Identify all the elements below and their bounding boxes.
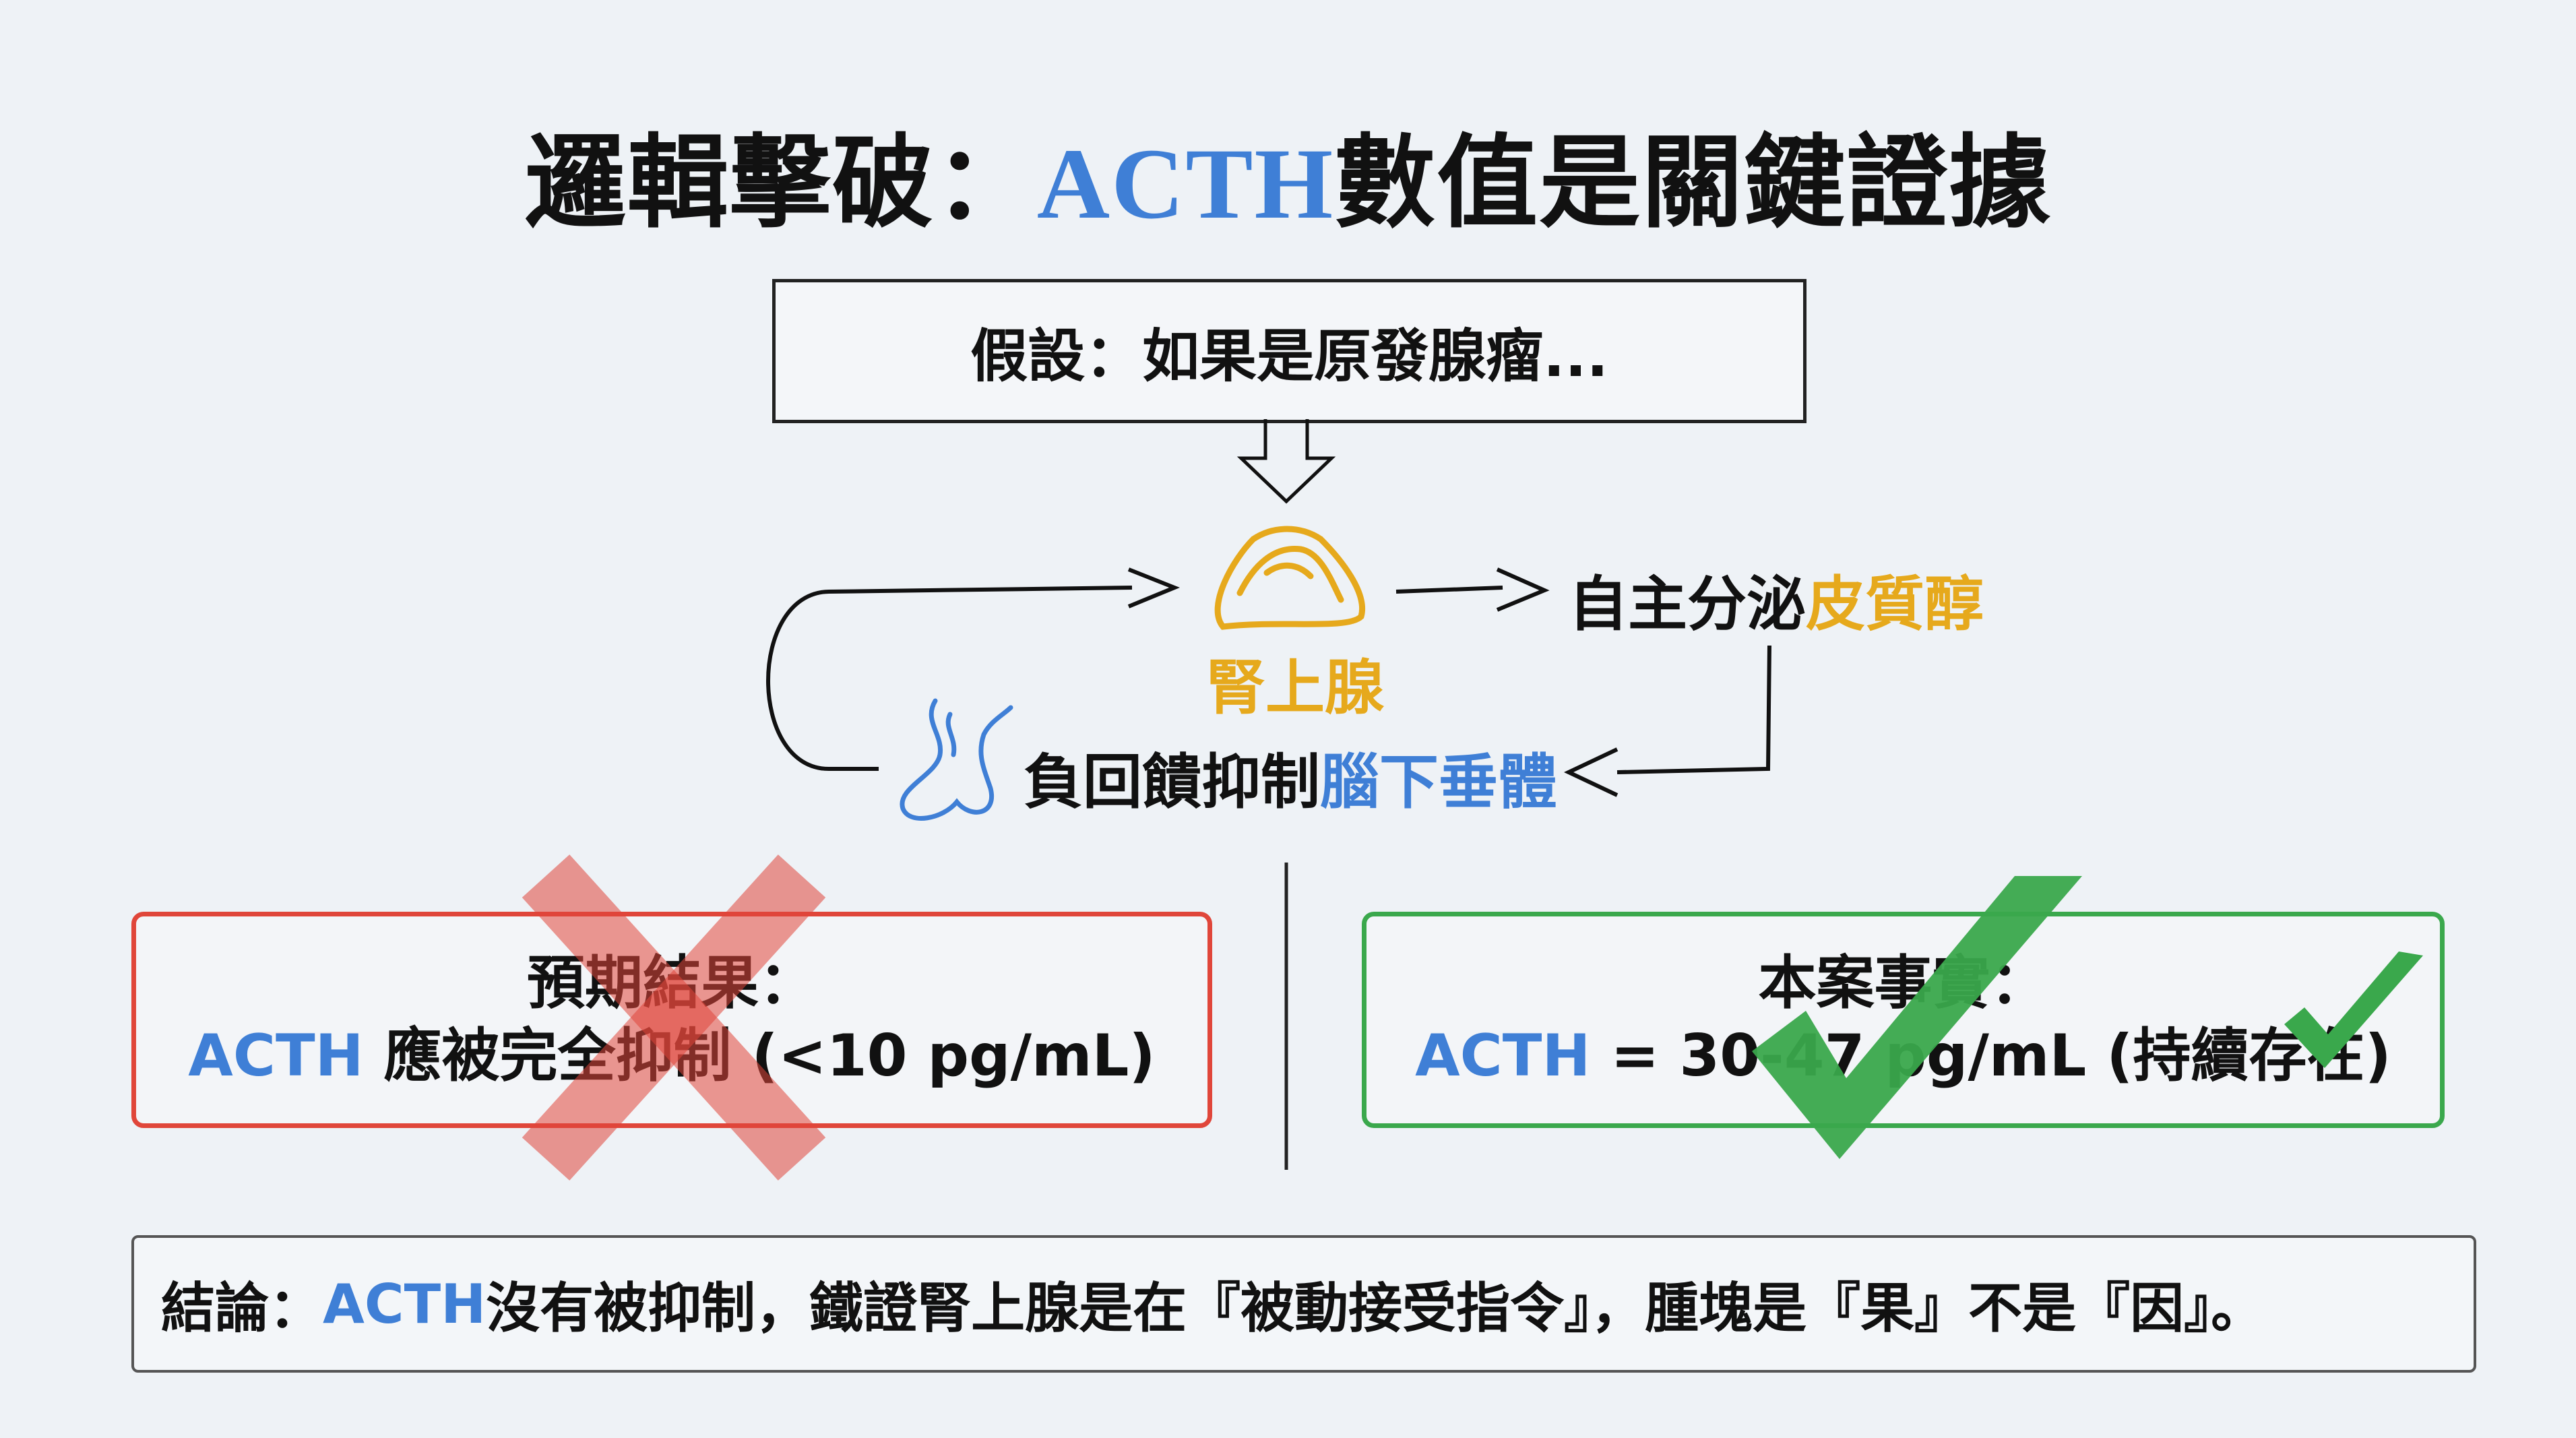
conclusion-acth: ACTH — [323, 1272, 486, 1336]
return-line — [1616, 645, 1771, 774]
cortisol-label: 皮質醇 — [1806, 569, 1984, 639]
down-arrow-icon — [1236, 419, 1336, 504]
page-title: 邏輯擊破：ACTH數值是關鍵證據 — [0, 101, 2576, 247]
expected-text: 應被完全抑制 (<10 pg/mL) — [363, 1022, 1156, 1090]
title-highlight: ACTH — [1036, 128, 1335, 240]
pituitary-gland-icon — [900, 698, 1013, 821]
title-prefix: 邏輯擊破： — [524, 125, 1037, 242]
conclusion-prefix: 結論： — [161, 1277, 323, 1340]
fact-title: 本案事實： — [1758, 949, 2048, 1017]
title-suffix: 數值是關鍵證據 — [1334, 125, 2052, 242]
adrenal-gland-icon — [1214, 526, 1365, 630]
adrenal-label: 腎上腺 — [1206, 653, 1385, 722]
fact-box: 本案事實： ACTH = 30-47 pg/mL (持續存在) — [1362, 912, 2445, 1128]
pituitary-label: 腦下垂體 — [1320, 747, 1558, 817]
secretion-arrow-icon — [1395, 567, 1550, 612]
return-arrowhead-icon — [1563, 747, 1619, 797]
secretion-prefix: 自主分泌 — [1569, 569, 1807, 639]
conclusion-text: 沒有被抑制，鐵證腎上腺是在『被動接受指令』，腫塊是『果』不是『因』。 — [486, 1277, 2265, 1340]
feedback-loop-line — [766, 586, 1133, 771]
loop-arrowhead-icon — [1127, 567, 1181, 608]
feedback-prefix: 負回饋抑制 — [1024, 747, 1321, 817]
feedback-label: 負回饋抑制腦下垂體 — [1024, 734, 1557, 820]
fact-line: ACTH = 30-47 pg/mL (持續存在) — [1415, 1020, 2391, 1093]
fact-acth: ACTH — [1415, 1022, 1591, 1090]
fact-text: = 30-47 pg/mL (持續存在) — [1590, 1022, 2391, 1090]
expected-result-box: 預期結果： ACTH 應被完全抑制 (<10 pg/mL) — [131, 912, 1212, 1128]
secretion-label: 自主分泌皮質醇 — [1569, 557, 1984, 642]
expected-acth: ACTH — [188, 1022, 364, 1090]
expected-line: ACTH 應被完全抑制 (<10 pg/mL) — [188, 1020, 1155, 1093]
expected-title: 預期結果： — [527, 949, 817, 1017]
hypothesis-box: 假設：如果是原發腺瘤... — [772, 279, 1807, 423]
hypothesis-text: 假設：如果是原發腺瘤... — [970, 323, 1608, 390]
